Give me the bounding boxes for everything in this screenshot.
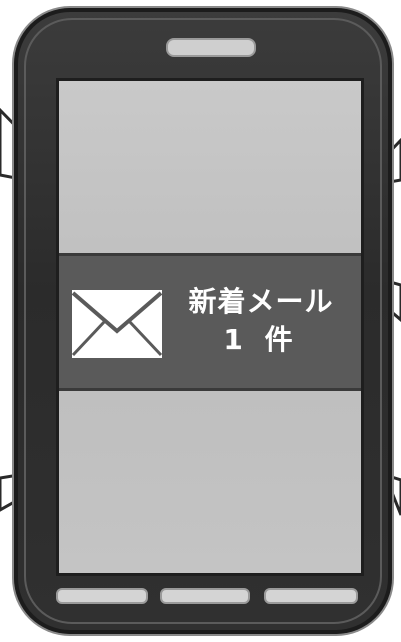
envelope-icon — [71, 290, 163, 358]
notification-count: 1 件 — [223, 323, 299, 356]
phone-bezel — [24, 18, 382, 624]
phone-screen: 新着メール 1 件 — [56, 78, 364, 576]
nav-button-right[interactable] — [264, 588, 358, 604]
new-mail-notification[interactable]: 新着メール 1 件 — [59, 253, 361, 391]
nav-button-center[interactable] — [160, 588, 250, 604]
smartphone: 新着メール 1 件 — [14, 8, 392, 634]
notification-title: 新着メール — [188, 285, 334, 318]
nav-button-left[interactable] — [56, 588, 148, 604]
speaker-slot — [166, 38, 256, 57]
